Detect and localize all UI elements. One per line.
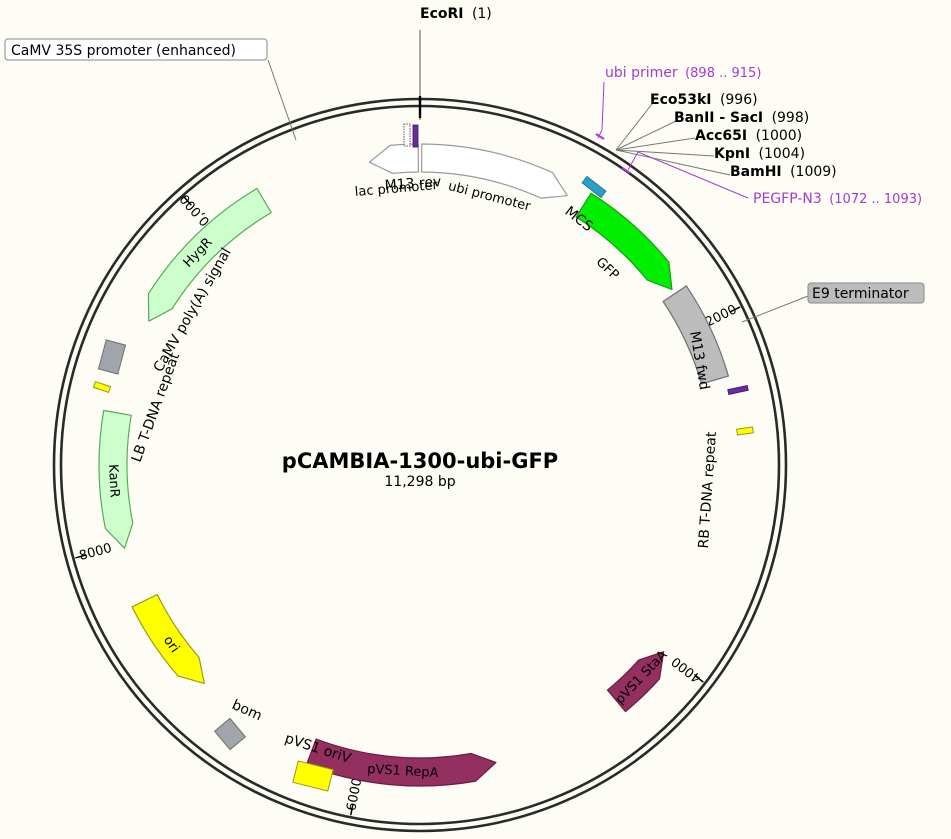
feature-label-gfp: GFP	[593, 255, 622, 283]
callout-camv35s[interactable]: CaMV 35S promoter (enhanced)	[11, 43, 236, 59]
tick-10000	[183, 196, 192, 206]
plasmid-name: pCAMBIA-1300-ubi-GFP	[282, 449, 558, 473]
yellow-box-rb-tdna[interactable]	[736, 426, 754, 436]
site-acc65i[interactable]: Acc65I (1000)	[695, 128, 802, 144]
feature-ubi-promoter[interactable]	[421, 143, 568, 199]
site-banii-saci[interactable]: BanII - SacI (998)	[674, 110, 809, 126]
grey-box-lb-region[interactable]	[97, 339, 127, 375]
mcs-marker[interactable]	[581, 175, 607, 199]
callout-e9-box	[807, 282, 925, 304]
feature-pvs1-repa[interactable]	[305, 738, 497, 787]
connector-pegfp-n3	[627, 151, 749, 199]
connector-ubi-primer	[597, 81, 605, 139]
feature-kanr[interactable]	[98, 409, 134, 549]
connector-camv35s	[267, 59, 297, 141]
pegfp-n3-mark	[621, 167, 631, 174]
feature-e9-terminator[interactable]	[662, 285, 729, 385]
plasmid-length: 11,298 bp	[384, 474, 455, 490]
connector-banii	[615, 120, 677, 151]
tick-8000	[75, 554, 87, 559]
tick-label-8000: 8000	[78, 541, 114, 564]
callout-e9[interactable]: E9 terminator	[812, 286, 909, 302]
feature-pvs1-staa[interactable]	[606, 651, 665, 713]
feature-ori[interactable]	[131, 593, 205, 684]
tick-label-4000: 4000	[669, 653, 704, 685]
feature-label-kanr: KanR	[105, 464, 122, 498]
connector-bamhi	[615, 149, 731, 176]
connector-acc65i	[615, 137, 696, 151]
m13-fwd-marker[interactable]	[727, 385, 749, 395]
label-m13-rev: M13 rev	[384, 174, 442, 194]
tick-6000	[350, 804, 354, 816]
feature-label-lac-promoter: lac promoter	[354, 178, 439, 200]
ubi-primer-mark	[595, 133, 605, 140]
yellow-box-lb-tdna[interactable]	[92, 381, 112, 393]
feature-hygr[interactable]	[147, 187, 272, 322]
site-kpni[interactable]: KpnI (1004)	[714, 146, 805, 162]
site-ecori[interactable]: EcoRI (1)	[420, 6, 492, 22]
m13-rev-marker[interactable]	[412, 124, 419, 148]
grey-box-bom[interactable]	[213, 717, 247, 751]
m13-rev-marker-dotted	[403, 123, 411, 147]
primer-ubi[interactable]: ubi primer (898 .. 915)	[605, 65, 761, 81]
tick-label-6000: 6000	[344, 777, 365, 812]
label-rb-tdna: RB T-DNA repeat	[696, 431, 720, 549]
label-bom: bom	[229, 697, 264, 724]
feature-lac-promoter[interactable]	[368, 143, 419, 174]
site-eco53ki[interactable]: Eco53kI (996)	[650, 92, 758, 108]
connector-kpni	[615, 149, 715, 157]
primer-pegfp-n3[interactable]: PEGFP-N3 (1072 .. 1093)	[753, 191, 922, 207]
connector-eco53ki	[615, 103, 653, 151]
site-bamhi[interactable]: BamHI (1009)	[730, 164, 837, 180]
yellow-box-pvs1-oriv[interactable]	[292, 760, 334, 792]
feature-gfp[interactable]	[575, 192, 673, 291]
tick-2000	[729, 306, 741, 313]
connector-e9	[741, 295, 809, 323]
callout-camv35s-box	[4, 38, 268, 61]
tick-4000	[694, 674, 704, 683]
feature-label-pvs1-repa: pVS1 RepA	[367, 762, 439, 781]
